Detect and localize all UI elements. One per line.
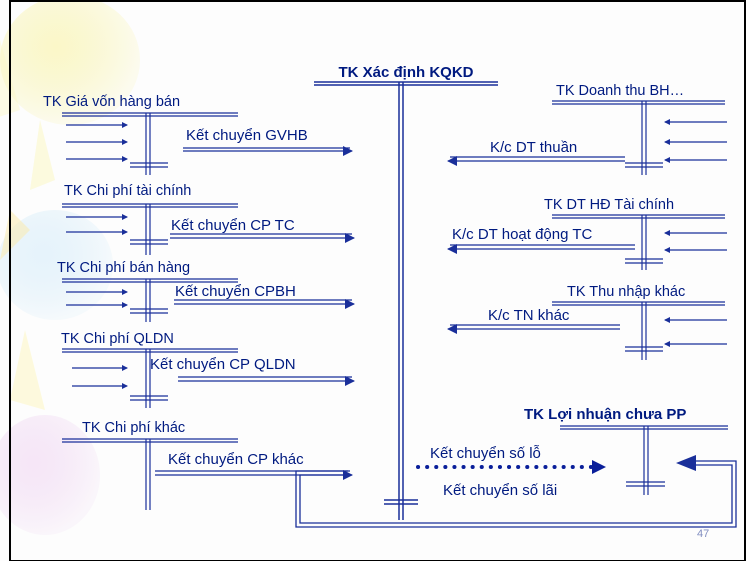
loss-transfer-label: Kết chuyển số lỗ: [430, 445, 541, 462]
transfer-label: Kết chuyển CPBH: [175, 283, 296, 300]
profit-transfer-label: Kết chuyển số lãi: [443, 482, 557, 499]
left-account-financial-expense: TK Chi phí tài chính Kết chuyển CP TC: [62, 183, 355, 255]
transfer-label: K/c DT hoạt động TC: [452, 226, 593, 243]
right-account-sales-revenue: TK Doanh thu BH… K/c DT thuần: [447, 83, 727, 175]
transfer-label: K/c TN khác: [488, 307, 570, 324]
right-account-name: TK Doanh thu BH…: [556, 83, 684, 99]
transfer-label: Kết chuyển GVHB: [186, 127, 308, 144]
profit-account-name: TK Lợi nhuận chưa PP: [524, 406, 686, 423]
transfer-label: K/c DT thuần: [490, 139, 577, 156]
left-account-name: TK Chi phí tài chính: [64, 183, 191, 199]
transfer-label: Kết chuyển CP khác: [168, 451, 304, 468]
profit-return-path: [295, 455, 737, 528]
central-account-title: TK Xác định KQKD: [338, 64, 473, 81]
right-account-financial-revenue: TK DT HĐ Tài chính K/c DT hoạt động TC: [447, 197, 727, 270]
left-account-name: TK Chi phí khác: [82, 420, 185, 436]
profit-account: TK Lợi nhuận chưa PP Kết chuyển số lỗ Kế…: [416, 406, 728, 499]
left-account-name: TK Chi phí QLDN: [61, 331, 174, 347]
left-account-name: TK Giá vốn hàng bán: [43, 94, 180, 110]
right-account-other-income: TK Thu nhập khác K/c TN khác: [447, 284, 727, 360]
left-account-other-expense: TK Chi phí khác Kết chuyển CP khác: [62, 420, 353, 510]
page-number: 47: [697, 528, 709, 540]
transfer-label: Kết chuyển CP TC: [171, 217, 295, 234]
left-account-name: TK Chi phí bán hàng: [57, 260, 190, 276]
left-account-selling-expense: TK Chi phí bán hàng Kết chuyển CPBH: [57, 260, 355, 322]
left-account-admin-expense: TK Chi phí QLDN Kết chuyển CP QLDN: [61, 331, 355, 408]
right-account-name: TK DT HĐ Tài chính: [544, 197, 674, 213]
central-account: TK Xác định KQKD: [314, 64, 498, 520]
left-account-cogs: TK Giá vốn hàng bán Kết chuyển GVHB: [43, 94, 353, 175]
right-account-name: TK Thu nhập khác: [567, 284, 685, 300]
slide-frame: [9, 0, 746, 561]
transfer-label: Kết chuyển CP QLDN: [150, 356, 296, 373]
